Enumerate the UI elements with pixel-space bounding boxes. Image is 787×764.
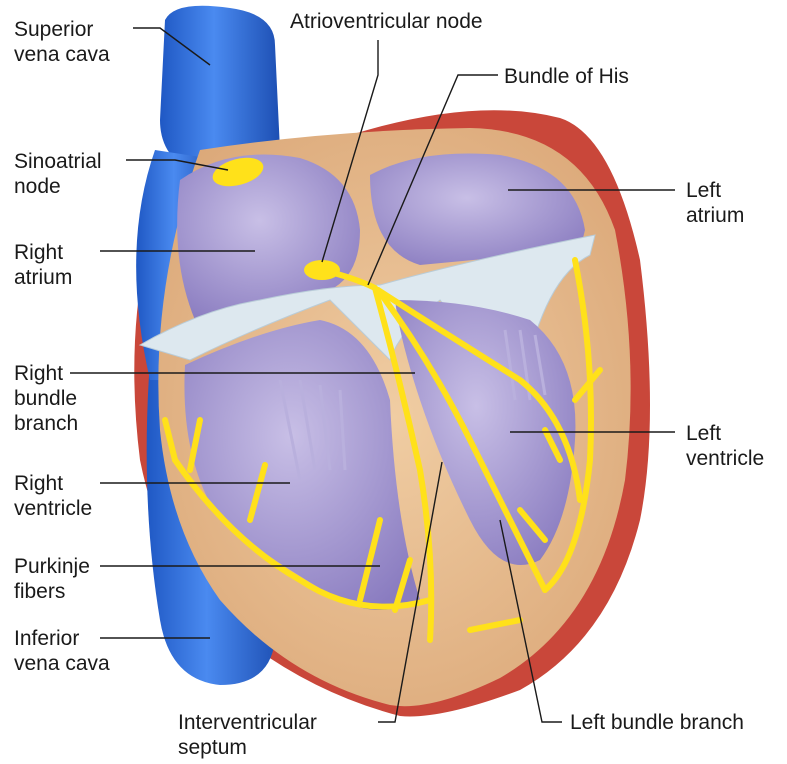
label-line: atrium bbox=[14, 265, 72, 290]
label-left-atrium: Left atrium bbox=[686, 178, 744, 228]
label-line: vena cava bbox=[14, 42, 110, 67]
label-right-ventricle: Right ventricle bbox=[14, 471, 92, 521]
label-right-atrium: Right atrium bbox=[14, 240, 72, 290]
label-bundle-of-his: Bundle of His bbox=[504, 64, 629, 89]
label-line: Left bbox=[686, 421, 764, 446]
label-sinoatrial-node: Sinoatrial node bbox=[14, 149, 102, 199]
label-left-ventricle: Left ventricle bbox=[686, 421, 764, 471]
label-line: Purkinje bbox=[14, 554, 90, 579]
label-superior-vena-cava: Superior vena cava bbox=[14, 17, 110, 67]
label-line: Superior bbox=[14, 17, 110, 42]
label-line: Left bundle branch bbox=[570, 710, 744, 735]
label-line: vena cava bbox=[14, 651, 110, 676]
label-line: septum bbox=[178, 735, 317, 760]
label-purkinje-fibers: Purkinje fibers bbox=[14, 554, 90, 604]
label-interventricular-septum: Interventricular septum bbox=[178, 710, 317, 760]
label-right-bundle-branch: Right bundle branch bbox=[14, 361, 78, 436]
label-line: Interventricular bbox=[178, 710, 317, 735]
atrioventricular-node bbox=[304, 260, 340, 280]
label-line: ventricle bbox=[14, 496, 92, 521]
label-inferior-vena-cava: Inferior vena cava bbox=[14, 626, 110, 676]
label-line: Inferior bbox=[14, 626, 110, 651]
label-atrioventricular-node: Atrioventricular node bbox=[290, 9, 483, 34]
label-line: Right bbox=[14, 361, 78, 386]
label-line: Right bbox=[14, 471, 92, 496]
label-line: node bbox=[14, 174, 102, 199]
label-line: ventricle bbox=[686, 446, 764, 471]
label-line: fibers bbox=[14, 579, 90, 604]
label-line: bundle bbox=[14, 386, 78, 411]
label-line: Sinoatrial bbox=[14, 149, 102, 174]
label-line: Left bbox=[686, 178, 744, 203]
label-left-bundle-branch: Left bundle branch bbox=[570, 710, 744, 735]
label-line: Atrioventricular node bbox=[290, 9, 483, 34]
label-line: Right bbox=[14, 240, 72, 265]
label-line: Bundle of His bbox=[504, 64, 629, 89]
label-line: branch bbox=[14, 411, 78, 436]
label-line: atrium bbox=[686, 203, 744, 228]
